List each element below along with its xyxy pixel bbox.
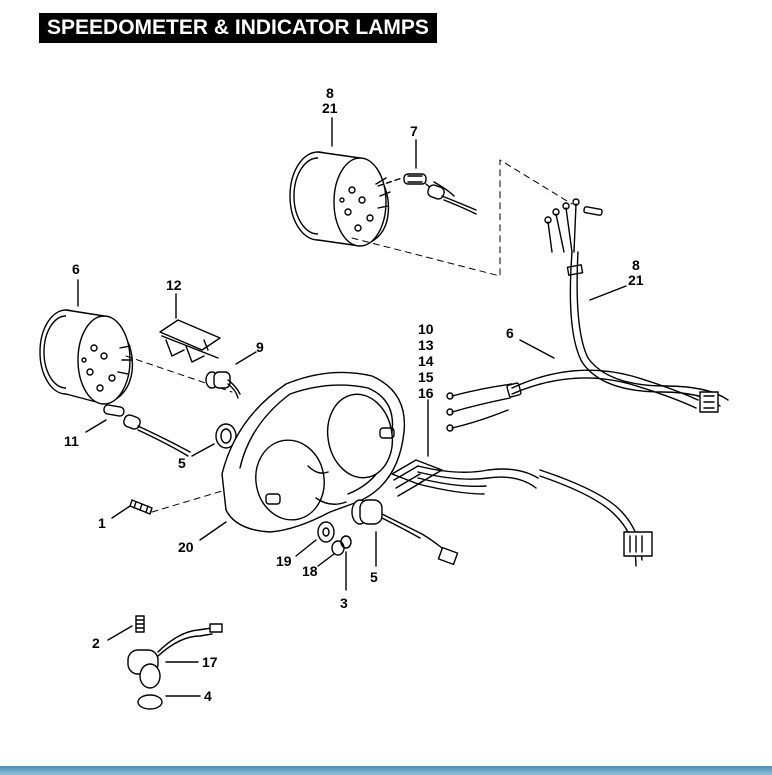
- speed-sensor-17: [127, 623, 223, 689]
- nut-18: [331, 540, 345, 556]
- callout-7: 7: [410, 123, 418, 139]
- callout-12: 12: [166, 277, 182, 293]
- callout-6-left: 6: [72, 261, 80, 277]
- callout-6-right: 6: [506, 325, 514, 341]
- grommet-19: [317, 521, 335, 543]
- callout-10: 10: [418, 321, 434, 337]
- indicator-lamp-5: [351, 499, 459, 566]
- callout-5-low: 5: [370, 569, 378, 585]
- main-harness-6: [446, 369, 719, 567]
- callout-2: 2: [92, 635, 100, 651]
- callout-20: 20: [178, 539, 194, 555]
- callout-19: 19: [276, 553, 292, 569]
- callout-14: 14: [418, 353, 434, 369]
- callout-16: 16: [418, 385, 434, 401]
- callout-21-right: 21: [628, 272, 644, 288]
- bulb-11: [103, 404, 191, 457]
- grommet-5-mid: [215, 423, 237, 449]
- housing-20: [221, 371, 406, 533]
- o-ring-4: [137, 694, 163, 710]
- bulb-7: [403, 173, 477, 215]
- callout-11: 11: [64, 433, 79, 449]
- callout-1: 1: [98, 515, 106, 531]
- callout-5-mid: 5: [178, 455, 186, 471]
- callout-13: 13: [418, 337, 434, 353]
- callout-9: 9: [256, 339, 264, 355]
- callout-15: 15: [418, 369, 434, 385]
- harness-8-21: [544, 198, 729, 407]
- callout-4: 4: [204, 688, 212, 704]
- bottom-border-strip: [0, 766, 772, 775]
- washer-3: [340, 535, 352, 549]
- speedometer-top: [289, 151, 391, 247]
- bracket-12: [159, 319, 221, 363]
- callout-8: 8: [326, 85, 334, 101]
- screw-2: [135, 615, 145, 633]
- callout-21: 21: [322, 100, 338, 116]
- page-title: SPEEDOMETER & INDICATOR LAMPS: [39, 13, 437, 43]
- callout-18: 18: [302, 563, 318, 579]
- socket-9: [205, 371, 241, 399]
- screw-1: [129, 499, 153, 515]
- callout-17: 17: [202, 654, 218, 670]
- callout-8-right: 8: [632, 257, 640, 273]
- lamp-connector-block: [391, 459, 539, 497]
- tachometer-left: [39, 309, 134, 405]
- callout-3: 3: [340, 595, 348, 611]
